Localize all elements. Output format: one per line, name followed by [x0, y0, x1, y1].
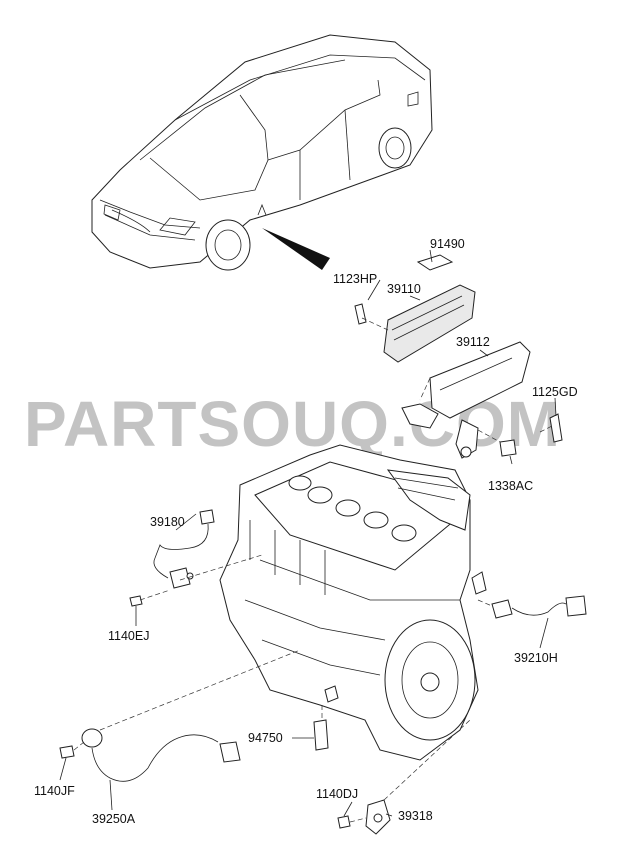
label-39250a: 39250A	[92, 812, 136, 826]
label-1140jf: 1140JF	[34, 784, 75, 798]
label-39180: 39180	[150, 515, 185, 529]
label-1140dj: 1140DJ	[316, 787, 358, 801]
label-39318: 39318	[398, 809, 433, 823]
sensors	[59, 509, 587, 835]
label-91490: 91490	[430, 237, 465, 251]
label-1125gd: 1125GD	[532, 385, 578, 399]
label-39210h: 39210H	[514, 651, 558, 665]
label-1338ac: 1338AC	[488, 479, 533, 493]
ecu-assembly	[354, 254, 563, 459]
label-94750: 94750	[248, 731, 283, 745]
label-39112: 39112	[456, 335, 490, 349]
engine-block	[219, 444, 479, 761]
part-labels: 91490 1123HP 39110 39112 1125GD 1338AC 3…	[34, 237, 578, 826]
label-39110: 39110	[387, 282, 421, 296]
label-1123hp: 1123HP	[333, 272, 377, 286]
car-illustration	[91, 34, 433, 271]
label-1140ej: 1140EJ	[108, 629, 149, 643]
leader-lines	[59, 249, 557, 817]
